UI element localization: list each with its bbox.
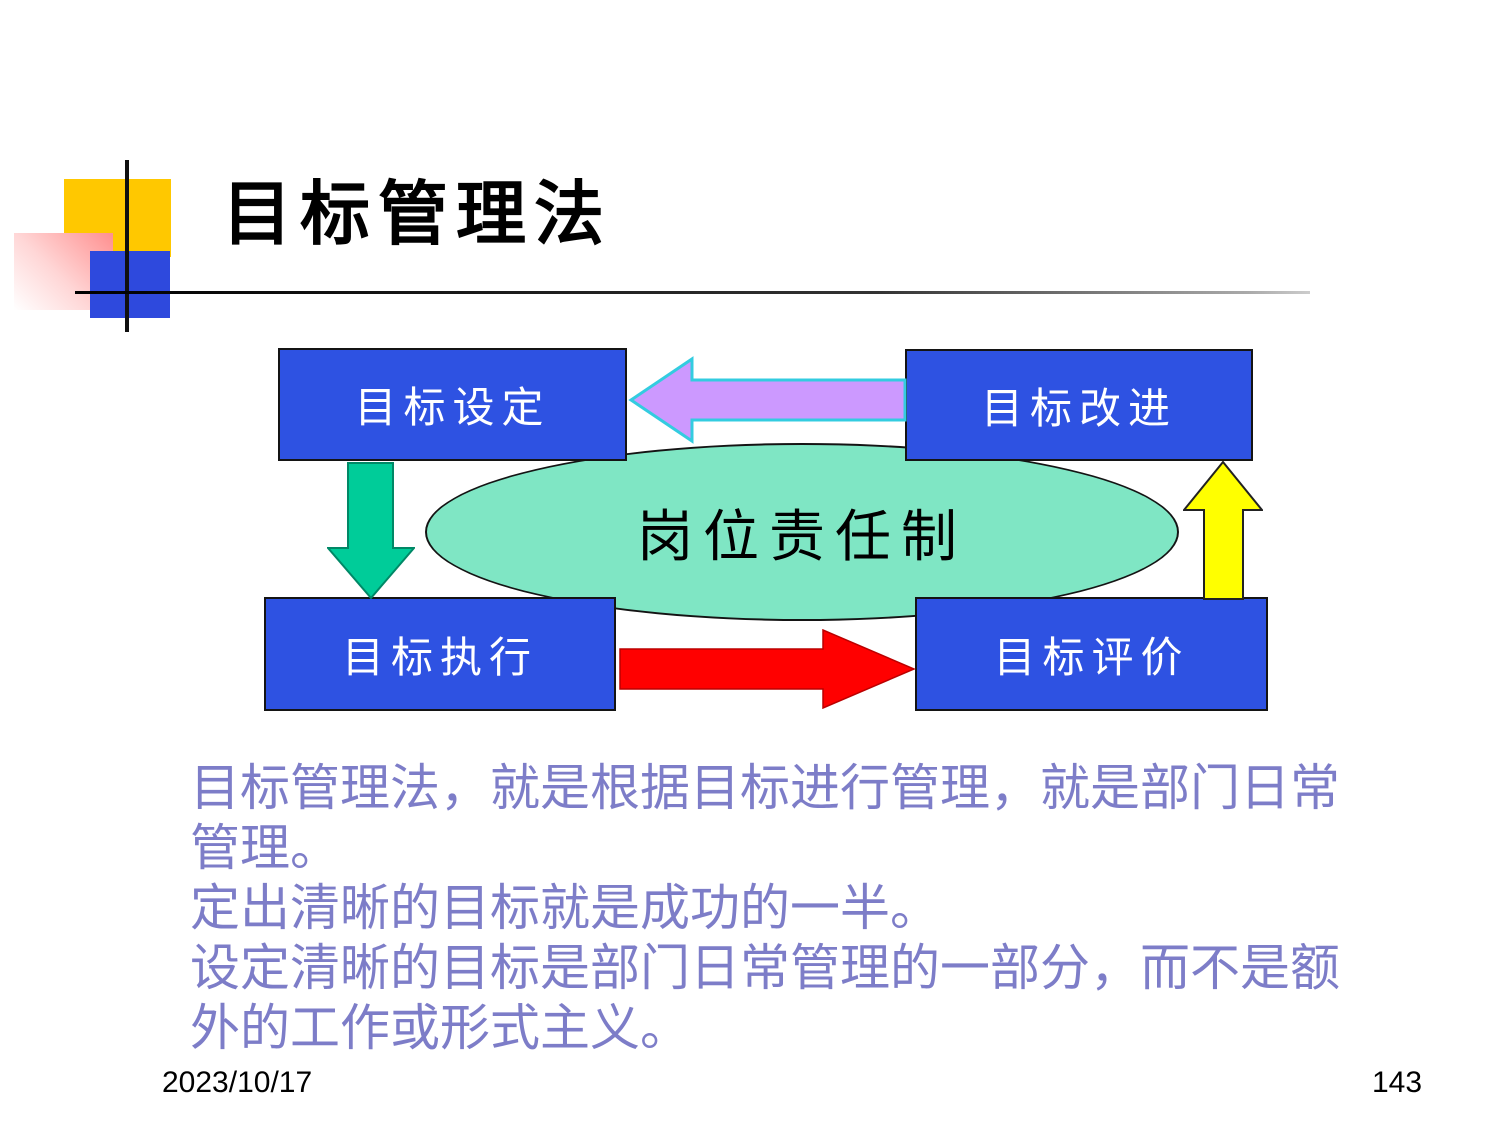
arrow-up-icon <box>1183 461 1263 600</box>
body-text-block: 目标管理法，就是根据目标进行管理，就是部门日常管理。 定出清晰的目标就是成功的一… <box>190 758 1360 1058</box>
arrow-shape <box>1183 461 1263 600</box>
diagram-box-goal-execution: 目标执行 <box>264 597 616 711</box>
body-paragraph: 定出清晰的目标就是成功的一半。 <box>190 879 940 937</box>
slide-title: 目标管理法 <box>222 172 612 255</box>
diagram-box-label: 目标改进 <box>980 383 1177 433</box>
deco-vertical-line <box>125 160 129 332</box>
diagram-center-label: 岗位责任制 <box>637 504 967 570</box>
deco-blue-square <box>90 251 170 318</box>
arrow-shape <box>327 462 415 599</box>
diagram-box-label: 目标评价 <box>993 632 1190 682</box>
deco-horizontal-rule <box>75 291 1310 294</box>
body-paragraph: 目标管理法，就是根据目标进行管理，就是部门日常管理。 <box>190 759 1340 877</box>
arrow-shape <box>619 629 916 709</box>
arrow-right-icon <box>619 629 916 709</box>
diagram-center-ellipse: 岗位责任制 <box>425 443 1179 621</box>
diagram-box-goal-setting: 目标设定 <box>278 348 627 461</box>
body-paragraph: 设定清晰的目标是部门日常管理的一部分，而不是额外的工作或形式主义。 <box>190 939 1340 1057</box>
footer-page-number: 143 <box>1372 1066 1423 1099</box>
diagram-box-goal-improvement: 目标改进 <box>905 349 1253 461</box>
arrow-shape <box>628 356 907 444</box>
diagram-box-label: 目标执行 <box>341 632 538 682</box>
arrow-down-icon <box>327 462 415 599</box>
arrow-left-icon <box>628 356 907 444</box>
footer-date: 2023/10/17 <box>162 1066 313 1099</box>
diagram-box-goal-evaluation: 目标评价 <box>915 597 1268 711</box>
diagram-box-label: 目标设定 <box>354 383 551 432</box>
